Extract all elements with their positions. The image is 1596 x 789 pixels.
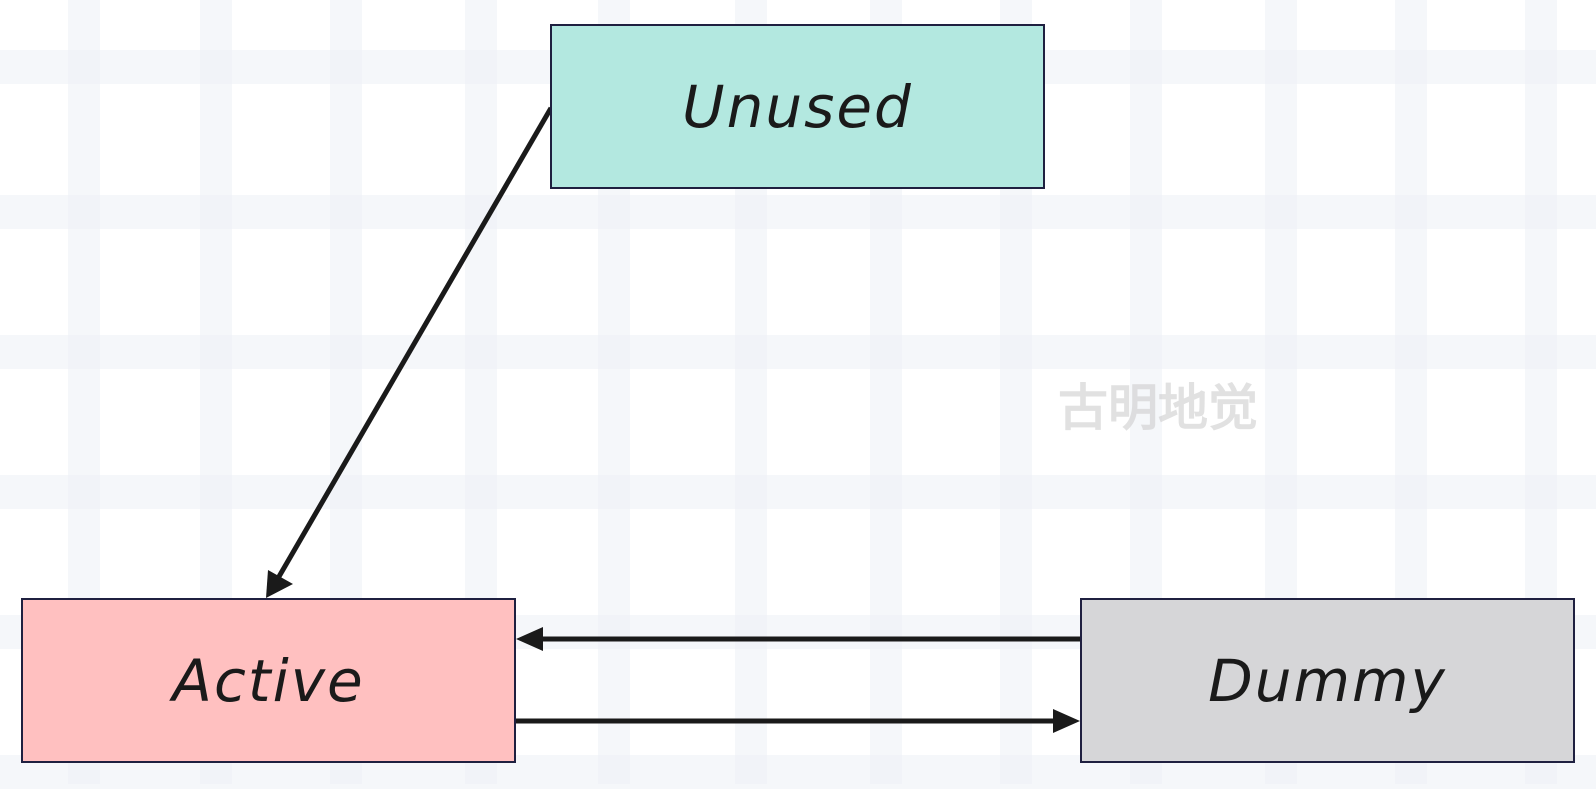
node-dummy[interactable]: Dummy	[1080, 598, 1575, 763]
grid-line	[0, 335, 1596, 369]
grid-line	[0, 475, 1596, 509]
arrowhead-icon	[266, 570, 293, 598]
watermark: 古明地觉	[1058, 379, 1258, 437]
node-unused-label: Unused	[682, 72, 913, 141]
arrowhead-icon	[1053, 709, 1080, 733]
edge-dummy-to-active[interactable]	[516, 627, 1080, 651]
grid-line	[0, 195, 1596, 229]
node-unused[interactable]: Unused	[550, 24, 1045, 189]
node-active[interactable]: Active	[21, 598, 516, 763]
arrowhead-icon	[516, 627, 543, 651]
edge-active-to-dummy[interactable]	[516, 709, 1080, 733]
edge-unused-to-active[interactable]	[266, 106, 554, 598]
node-dummy-label: Dummy	[1208, 646, 1447, 715]
node-active-label: Active	[172, 646, 365, 715]
